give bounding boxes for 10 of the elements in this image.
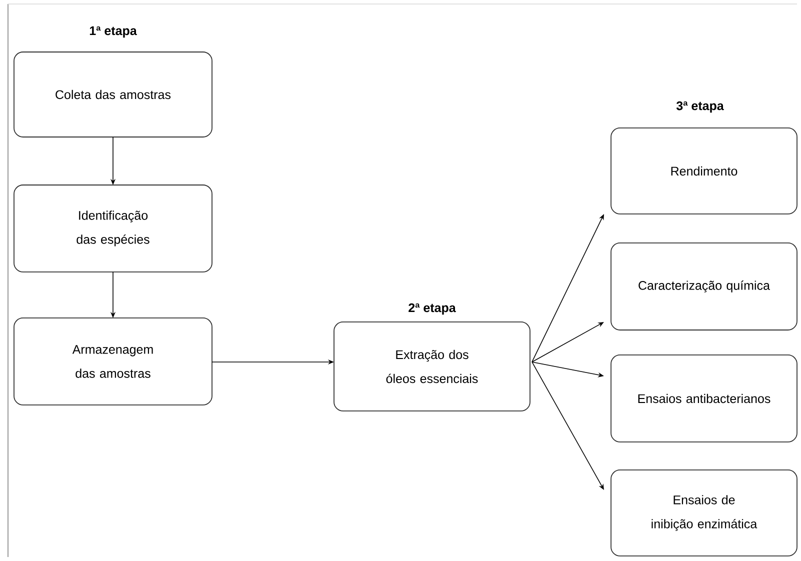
process-box: Coleta das amostras [14, 52, 212, 138]
stage-heading: 3ª etapa [676, 101, 724, 113]
process-box: Armazenagem das amostras [14, 318, 212, 406]
process-box: Ensaios de inibição enzimática [610, 470, 798, 556]
process-box: Extração dos óleos essenciais [334, 322, 530, 412]
process-box: Ensaios antibacterianos [610, 354, 798, 442]
process-box: Identificação das espécies [14, 184, 212, 272]
process-box: Caracterização química [610, 242, 798, 330]
stage-heading: 1ª etapa [90, 26, 137, 38]
process-box: Rendimento [610, 128, 798, 214]
